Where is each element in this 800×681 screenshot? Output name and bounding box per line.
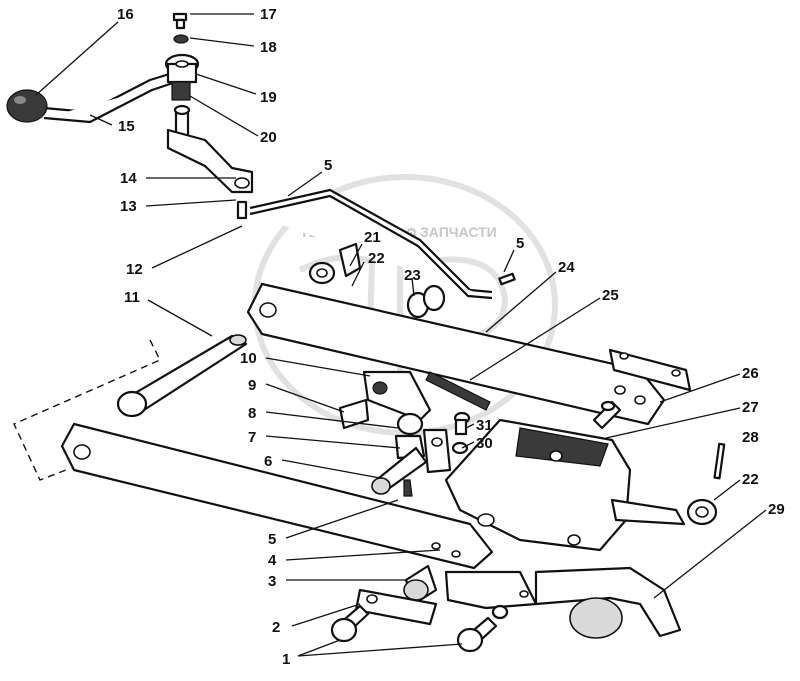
lower-fasteners (330, 564, 509, 653)
watermark-text-right: ЗАПЧАСТИ (420, 224, 497, 240)
assembly-guide (13, 339, 161, 481)
callout-1: 1 (282, 651, 290, 668)
callout-28: 28 (742, 429, 759, 446)
callout-15: 15 (118, 118, 135, 135)
callout-4: 4 (268, 552, 277, 569)
long-pin (116, 334, 248, 418)
small-fasteners (308, 242, 446, 319)
callout-29: 29 (768, 501, 785, 518)
callout-14: 14 (120, 170, 137, 187)
callout-9: 9 (248, 377, 256, 394)
lower-arm (60, 422, 494, 570)
callout-3: 3 (268, 573, 276, 590)
callout-5-right: 5 (516, 235, 524, 252)
upper-arm (246, 282, 692, 426)
callout-23: 23 (404, 267, 421, 284)
callout-5-top: 5 (324, 157, 332, 174)
callout-12: 12 (126, 261, 143, 278)
upper-pivot (164, 12, 200, 142)
callout-27: 27 (742, 399, 759, 416)
callout-17: 17 (260, 6, 277, 23)
drawbar (444, 566, 682, 639)
callout-10: 10 (240, 350, 257, 367)
callout-18: 18 (260, 39, 277, 56)
right-fasteners (686, 442, 726, 526)
callout-13: 13 (120, 198, 137, 215)
callout-16: 16 (117, 6, 134, 23)
callout-5-lower: 5 (268, 531, 276, 548)
callout-24: 24 (558, 259, 575, 276)
leader-lines (35, 13, 767, 657)
callout-30: 30 (476, 435, 493, 452)
callout-6: 6 (264, 453, 272, 470)
callout-11: 11 (124, 289, 140, 306)
callout-2: 2 (272, 619, 280, 636)
callout-21: 21 (364, 229, 381, 246)
callout-19: 19 (260, 89, 277, 106)
control-rod (249, 188, 516, 300)
crank-arm (166, 128, 254, 220)
center-housing (444, 400, 686, 552)
callout-labels: 16 17 18 19 15 20 14 13 5 12 21 22 23 5 … (117, 6, 785, 668)
callout-31: 31 (476, 417, 493, 434)
callout-25: 25 (602, 287, 619, 304)
callout-22-left: 22 (368, 250, 385, 267)
link-assembly (338, 370, 491, 497)
callout-20: 20 (260, 129, 277, 146)
callout-26: 26 (742, 365, 759, 382)
callout-22-right: 22 (742, 471, 759, 488)
callout-8: 8 (248, 405, 256, 422)
lever-handle (6, 70, 177, 124)
callout-7: 7 (248, 429, 256, 446)
